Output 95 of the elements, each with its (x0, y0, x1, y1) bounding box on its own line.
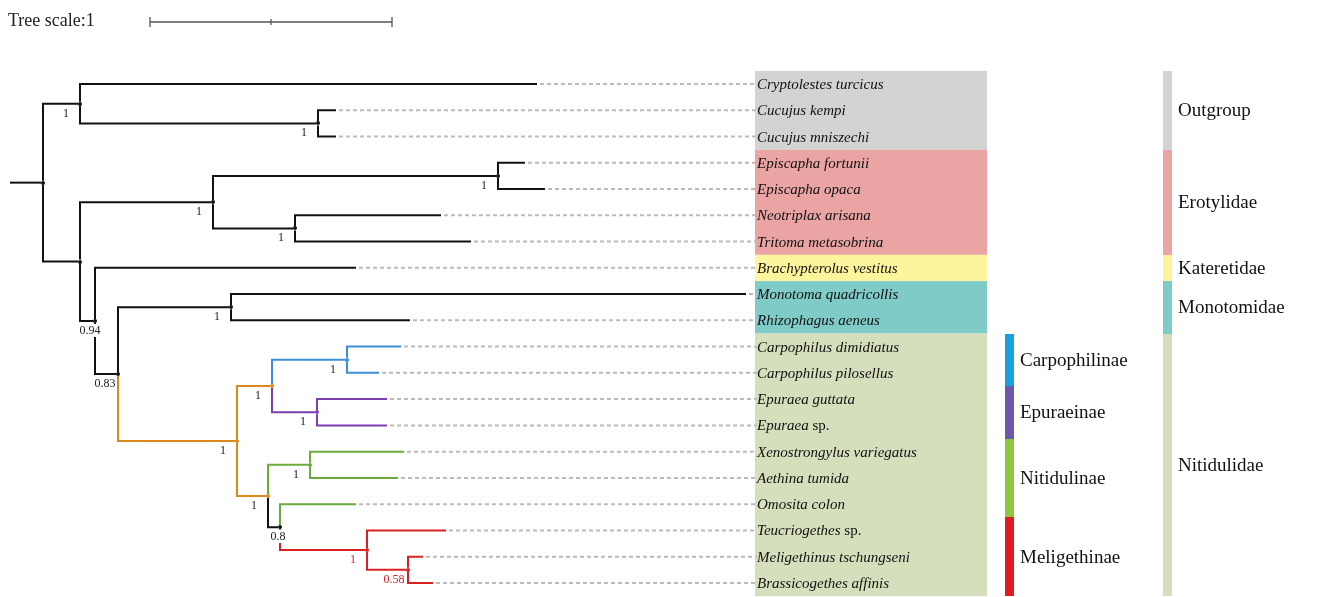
tree-branch (117, 306, 230, 374)
tree-branch (236, 385, 271, 440)
support-value: 1 (219, 443, 227, 457)
branch-node (365, 548, 369, 553)
tree-branch (316, 398, 758, 412)
taxon-label: Meligethinus tschungseni (757, 545, 910, 568)
taxon-label: Episcapha opaca (757, 178, 861, 201)
tree-branch (366, 551, 407, 571)
clade-name: Erotylidae (1178, 191, 1258, 214)
branch-node (211, 200, 215, 205)
tree-branch (230, 293, 758, 307)
taxon-label: Aethina tumida (757, 466, 850, 489)
taxon-label: Brassicogethes affinis (757, 571, 890, 594)
scale-label: Tree scale:1 (8, 10, 95, 31)
tree-branch (94, 266, 758, 320)
taxon-label: Cucujus kempi (757, 99, 846, 122)
tree-branch (94, 321, 117, 376)
tree-branch (346, 360, 758, 374)
tree-branch (271, 358, 346, 385)
tree-branch (497, 176, 758, 191)
support-value: 1 (292, 467, 300, 481)
tree-branch (42, 183, 79, 263)
clade-name: Epuraeinae (1020, 401, 1106, 424)
branch-node (278, 525, 282, 530)
support-value: 1 (62, 106, 70, 120)
branch-node (41, 180, 45, 185)
tree-branch (117, 375, 236, 442)
tree-branch (79, 201, 212, 261)
branch-node (406, 567, 410, 572)
taxon-label: Teucriogethes sp. (757, 519, 862, 542)
support-value: 0.94 (78, 323, 102, 337)
taxon-label: Epuraea guttata (757, 388, 855, 411)
branch-node (315, 410, 319, 415)
branch-node (116, 372, 120, 377)
support-value: 0.8 (269, 530, 287, 544)
taxon-label: Neotriplax arisana (757, 204, 871, 227)
taxon-label: Omosita colon (757, 493, 845, 516)
tree-branch (9, 181, 42, 184)
tree-branch (212, 203, 294, 230)
clade-name: Kateretidae (1178, 256, 1266, 279)
branch-node (235, 438, 239, 443)
branch-node (293, 226, 297, 231)
tree-branch (279, 528, 366, 552)
tree-branch (294, 229, 758, 243)
tree-branch (497, 161, 758, 175)
clade-name: Monotomidae (1178, 296, 1285, 319)
tree-branch (236, 441, 267, 497)
branch-node (345, 357, 349, 362)
branch-node (78, 101, 82, 106)
tree-branch (79, 104, 317, 125)
tree-branch (317, 109, 758, 123)
branch-node (308, 462, 312, 467)
taxon-label: Epuraea sp. (757, 414, 830, 437)
tree-branch (267, 496, 279, 529)
taxon-label: Monotoma quadricollis (757, 283, 899, 306)
branch-node (270, 384, 274, 388)
tree-branch (407, 570, 758, 584)
taxon-label: Carpophilus dimidiatus (757, 335, 900, 358)
taxon-label: Cryptolestes turcicus (757, 73, 884, 95)
clade-name: Nitidulinae (1020, 467, 1106, 489)
taxon-label: Tritoma metasobrina (757, 230, 884, 253)
clade-name: Carpophilinae (1020, 348, 1128, 371)
tree-branch (42, 102, 79, 182)
support-value: 1 (250, 498, 258, 512)
tree-branch (230, 308, 758, 322)
taxon-label: Xenostrongylus variegatus (757, 440, 917, 463)
tree-branch (316, 413, 758, 427)
clade-name: Outgroup (1178, 99, 1251, 122)
support-value: 1 (480, 178, 488, 192)
taxon-label: Carpophilus pilosellus (757, 361, 894, 384)
taxon-label: Episcapha fortunii (757, 151, 870, 174)
support-value: 0.58 (382, 572, 406, 586)
tree-branch (267, 463, 309, 495)
support-value: 1 (329, 362, 337, 376)
tree-branch (346, 345, 758, 359)
taxon-label: Rhizophagus aeneus (757, 309, 880, 332)
tree-branch (317, 124, 758, 138)
tree-branch (79, 262, 94, 322)
branch-node (229, 305, 233, 310)
tree-branch (212, 174, 497, 202)
tree-branch (294, 214, 758, 228)
clade-name: Meligethinae (1020, 545, 1121, 568)
branch-node (266, 493, 270, 498)
branch-node (78, 259, 82, 264)
branch-node (93, 318, 97, 323)
tree-branch (271, 387, 316, 414)
tree-branch (309, 465, 758, 479)
tree-branch (407, 555, 758, 569)
taxon-label: Cucujus mniszechi (757, 125, 870, 148)
branch-node (316, 121, 320, 126)
branch-node (496, 173, 500, 178)
tree-branch (279, 503, 758, 527)
support-value: 1 (254, 389, 262, 402)
taxon-label: Brachypterolus vestitus (757, 256, 898, 279)
clade-name: Nitidulidae (1178, 453, 1264, 476)
